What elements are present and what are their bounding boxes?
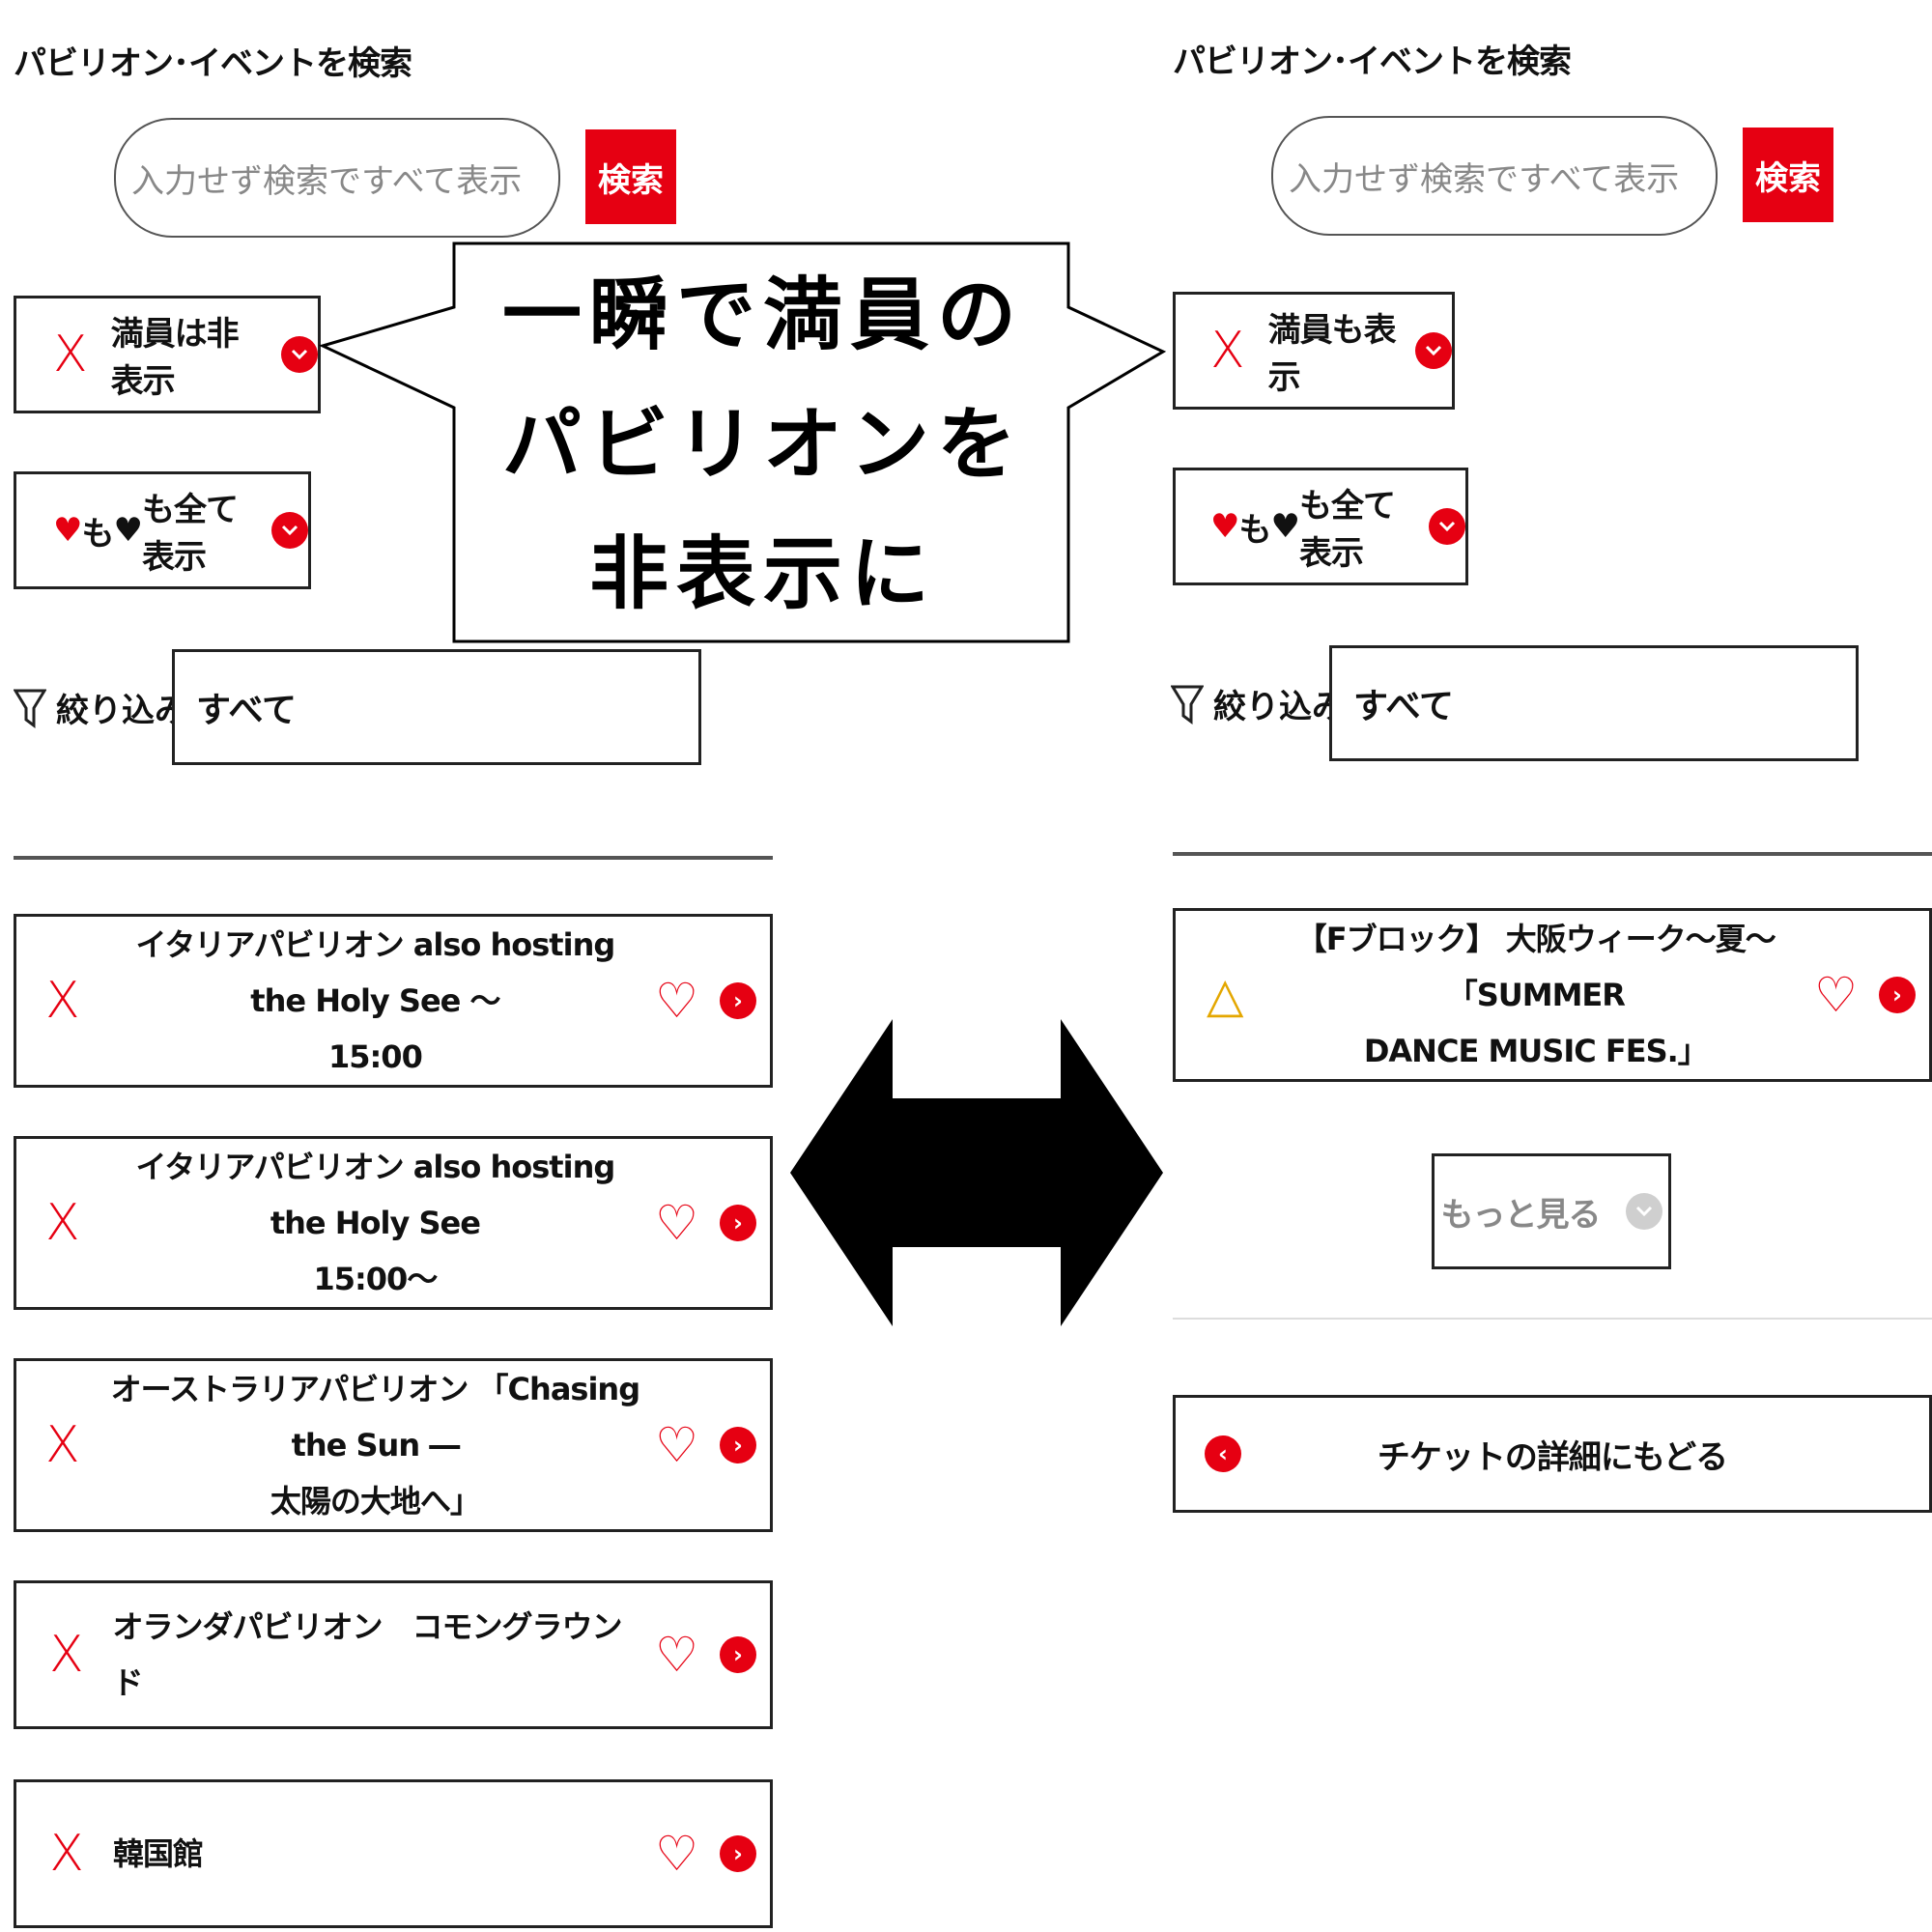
event-title-line: オーストラリアパビリオン 「Chasing the Sun ― bbox=[110, 1371, 640, 1463]
full-visibility-toggle[interactable]: X 満員も表示 bbox=[1173, 292, 1455, 410]
event-row[interactable]: X 韓国館 ♡ › bbox=[14, 1779, 773, 1928]
favorite-filter-suffix: も全て表示 bbox=[141, 491, 239, 577]
event-title-line: 【Fブロック】 大阪ウィーク～夏～「SUMMER bbox=[1295, 921, 1776, 1013]
favorite-heart-icon[interactable]: ♡ bbox=[1814, 967, 1858, 1023]
event-title: 韓国館 bbox=[113, 1835, 204, 1872]
favorite-filter-prefix: も bbox=[81, 514, 114, 554]
full-visibility-toggle[interactable]: X 満員は非表示 bbox=[14, 296, 321, 413]
event-title: オランダパビリオン コモングラウンド bbox=[112, 1608, 623, 1701]
left-panel: パビリオン･イベントを検索 入力せず検索ですべて表示 検索 X 満員は非表示 ♥… bbox=[0, 0, 792, 1932]
event-title: 【Fブロック】 大阪ウィーク～夏～「SUMMER DANCE MUSIC FES… bbox=[1266, 911, 1804, 1079]
callout-line: パビリオンを bbox=[501, 399, 1024, 491]
event-row[interactable]: X オーストラリアパビリオン 「Chasing the Sun ― 太陽の大地へ… bbox=[14, 1358, 773, 1532]
chevron-down-icon bbox=[1415, 332, 1452, 369]
event-row[interactable]: X オランダパビリオン コモングラウンド ♡ › bbox=[14, 1580, 773, 1729]
status-full-icon: X bbox=[49, 1825, 84, 1883]
filter-label-group: 絞り込み bbox=[1171, 680, 1345, 727]
status-full-icon: X bbox=[53, 326, 88, 384]
chevron-right-icon[interactable]: › bbox=[720, 1427, 756, 1463]
status-few-icon: △ bbox=[1207, 967, 1244, 1023]
event-title: オーストラリアパビリオン 「Chasing the Sun ― 太陽の大地へ」 bbox=[105, 1361, 646, 1529]
divider bbox=[1173, 852, 1932, 856]
chevron-right-icon[interactable]: › bbox=[1879, 977, 1916, 1013]
divider bbox=[14, 856, 773, 860]
favorite-filter-label: ♥ も ♥ も全て表示 bbox=[1210, 479, 1409, 574]
filter-funnel-icon bbox=[1171, 685, 1204, 724]
heart-filled-black-icon: ♥ bbox=[1270, 507, 1300, 546]
search-button[interactable]: 検索 bbox=[1743, 128, 1833, 222]
status-full-icon: X bbox=[45, 1194, 80, 1252]
back-to-ticket-button[interactable]: ‹ チケットの詳細にもどる bbox=[1173, 1395, 1932, 1513]
favorite-heart-icon[interactable]: ♡ bbox=[655, 1826, 698, 1882]
back-to-ticket-label: チケットの詳細にもどる bbox=[1377, 1437, 1728, 1477]
event-title-line: 太陽の大地へ」 bbox=[270, 1483, 481, 1520]
favorite-heart-icon[interactable]: ♡ bbox=[655, 973, 698, 1029]
full-visibility-label: 満員は非表示 bbox=[110, 315, 240, 401]
chevron-down-icon bbox=[1625, 1193, 1662, 1230]
event-title-line: 15:00 bbox=[327, 1038, 423, 1075]
chevron-right-icon[interactable]: › bbox=[720, 1835, 756, 1872]
callout-text: 一瞬で満員の パビリオンを 非表示に bbox=[454, 251, 1072, 639]
heart-filled-red-icon: ♥ bbox=[53, 511, 83, 550]
chevron-right-icon[interactable]: › bbox=[720, 982, 756, 1019]
event-row[interactable]: △ 【Fブロック】 大阪ウィーク～夏～「SUMMER DANCE MUSIC F… bbox=[1173, 908, 1932, 1082]
status-full-icon: X bbox=[45, 1416, 80, 1474]
search-heading: パビリオン･イベントを検索 bbox=[1173, 43, 1572, 81]
event-title-line: DANCE MUSIC FES.」 bbox=[1363, 1033, 1709, 1069]
search-input[interactable]: 入力せず検索ですべて表示 bbox=[1271, 116, 1718, 236]
search-button[interactable]: 検索 bbox=[585, 129, 676, 224]
status-full-icon: X bbox=[48, 1626, 84, 1684]
chevron-down-icon bbox=[1429, 508, 1465, 545]
callout-line: 非表示に bbox=[588, 528, 937, 620]
favorite-filter-prefix: も bbox=[1238, 510, 1271, 550]
full-visibility-label: 満員も表示 bbox=[1267, 311, 1397, 397]
filter-select[interactable]: すべて bbox=[1329, 645, 1859, 761]
event-title: イタリアパビリオン also hosting the Holy See 15:0… bbox=[105, 1139, 646, 1307]
status-full-icon: X bbox=[45, 972, 80, 1030]
callout-line: 一瞬で満員の bbox=[501, 270, 1024, 361]
more-button[interactable]: もっと見る bbox=[1432, 1153, 1671, 1269]
right-panel: パビリオン･イベントを検索 入力せず検索ですべて表示 検索 X 満員も表示 ♥ … bbox=[1159, 0, 1932, 1932]
chevron-right-icon[interactable]: › bbox=[720, 1636, 756, 1673]
favorite-heart-icon[interactable]: ♡ bbox=[655, 1417, 698, 1473]
divider bbox=[1173, 1318, 1932, 1320]
filter-label-group: 絞り込み bbox=[14, 684, 187, 731]
filter-select[interactable]: すべて bbox=[172, 649, 701, 765]
event-title-line: イタリアパビリオン also hosting the Holy See bbox=[135, 1149, 616, 1241]
filter-funnel-icon bbox=[14, 689, 46, 728]
filter-select-value: すべて bbox=[196, 691, 298, 730]
favorite-filter-suffix: も全て表示 bbox=[1298, 487, 1396, 573]
event-row[interactable]: X イタリアパビリオン also hosting the Holy See ～ … bbox=[14, 914, 773, 1088]
event-title: イタリアパビリオン also hosting the Holy See ～ 15… bbox=[105, 917, 646, 1085]
filter-select-value: すべて bbox=[1353, 687, 1455, 726]
more-button-label: もっと見る bbox=[1440, 1195, 1602, 1235]
filter-label: 絞り込み bbox=[1213, 688, 1345, 726]
heart-filled-red-icon: ♥ bbox=[1210, 507, 1240, 546]
favorite-heart-icon[interactable]: ♡ bbox=[655, 1195, 698, 1251]
chevron-left-icon: ‹ bbox=[1205, 1435, 1241, 1472]
filter-label: 絞り込み bbox=[56, 692, 187, 730]
event-title-line: 15:00～ bbox=[313, 1261, 438, 1297]
search-input[interactable]: 入力せず検索ですべて表示 bbox=[114, 118, 560, 238]
event-title-line: イタリアパビリオン also hosting the Holy See ～ bbox=[135, 926, 616, 1019]
favorite-filter-label: ♥ も ♥ も全て表示 bbox=[53, 483, 252, 578]
chevron-down-icon bbox=[271, 512, 308, 549]
favorite-filter-dropdown[interactable]: ♥ も ♥ も全て表示 bbox=[1173, 468, 1468, 585]
search-placeholder: 入力せず検索ですべて表示 bbox=[1289, 159, 1680, 199]
event-row[interactable]: X イタリアパビリオン also hosting the Holy See 15… bbox=[14, 1136, 773, 1310]
favorite-heart-icon[interactable]: ♡ bbox=[655, 1627, 698, 1683]
chevron-right-icon[interactable]: › bbox=[720, 1205, 756, 1241]
favorite-filter-dropdown[interactable]: ♥ も ♥ も全て表示 bbox=[14, 471, 311, 589]
heart-filled-black-icon: ♥ bbox=[113, 511, 143, 550]
status-full-icon: X bbox=[1210, 322, 1245, 380]
double-arrow-icon bbox=[790, 1019, 1163, 1326]
search-placeholder: 入力せず検索ですべて表示 bbox=[131, 161, 523, 201]
search-heading: パビリオン･イベントを検索 bbox=[14, 44, 412, 83]
chevron-down-icon bbox=[281, 336, 318, 373]
